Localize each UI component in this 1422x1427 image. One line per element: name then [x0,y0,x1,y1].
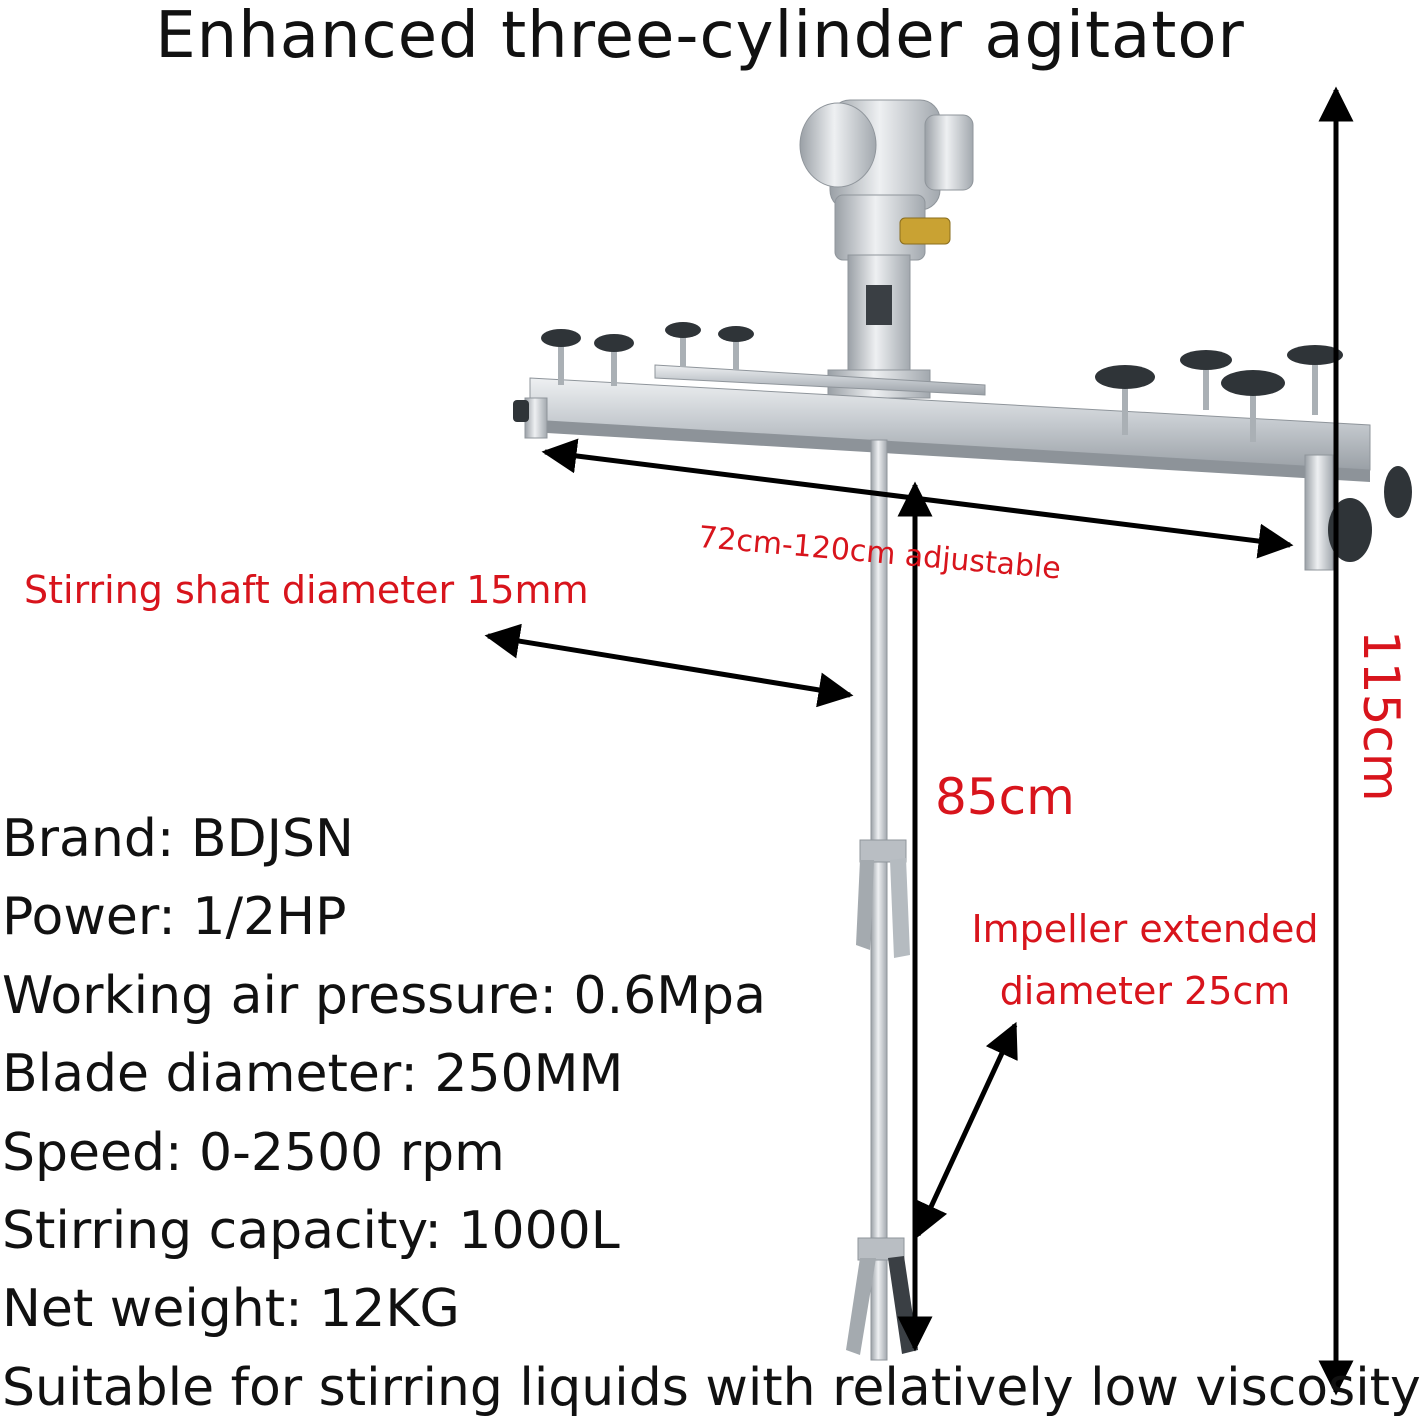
impeller-diameter-label: Impeller extended diameter 25cm [940,898,1350,1022]
dimension-arrows [484,86,1354,1396]
spec-speed: Speed: 0-2500 rpm [2,1122,505,1183]
spec-net-weight: Net weight: 12KG [2,1279,460,1340]
page-title: Enhanced three-cylinder agitator [155,0,1245,73]
spec-brand: Brand: BDJSN [2,809,354,869]
impeller-label-line1: Impeller extended [971,907,1319,951]
spec-blade-diameter: Blade diameter: 250MM [2,1044,624,1105]
spec-suitability: Suitable for stirring liquids with relat… [2,1357,1421,1418]
spec-air-pressure: Working air pressure: 0.6Mpa [2,965,766,1026]
shaft-diameter-label: Stirring shaft diameter 15mm [24,568,589,612]
impeller-label-line2: diameter 25cm [999,969,1291,1013]
shaft-length-label: 85cm [935,768,1075,826]
total-height-label: 115cm [1352,630,1410,802]
spec-list: Brand: BDJSN Power: 1/2HP Working air pr… [2,800,1421,1427]
spec-power: Power: 1/2HP [2,887,347,948]
spec-capacity: Stirring capacity: 1000L [2,1201,620,1262]
air-motor [799,99,974,399]
